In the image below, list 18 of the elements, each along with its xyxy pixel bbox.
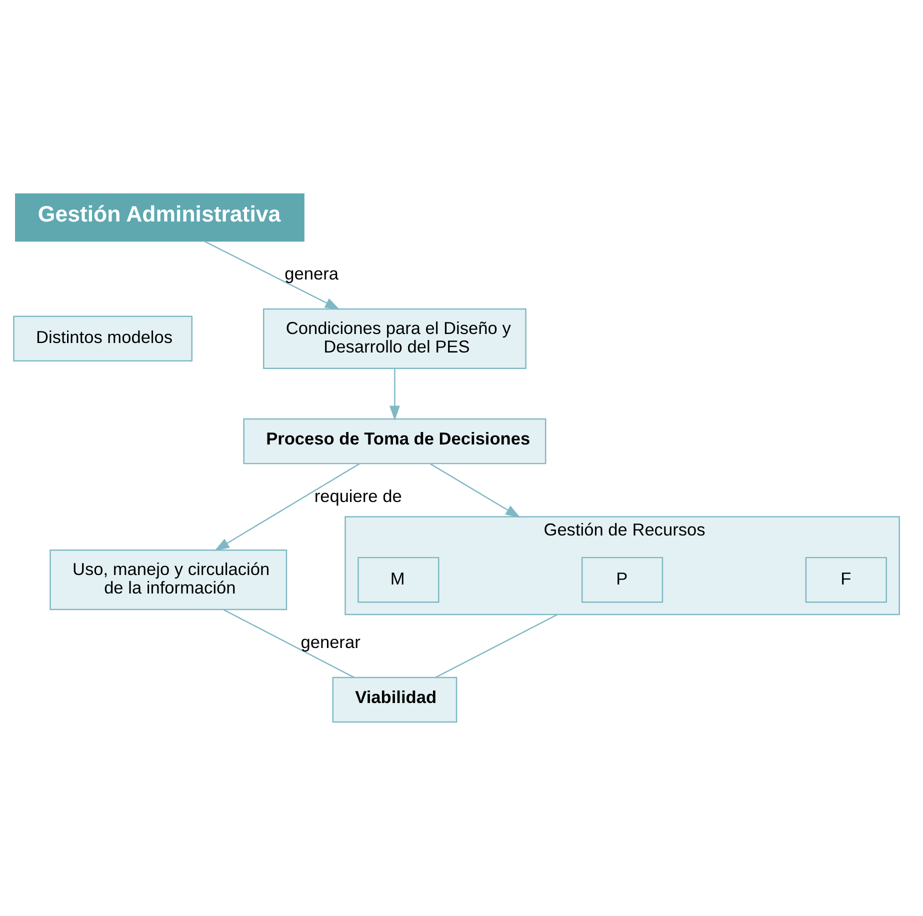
node-box: P	[581, 556, 664, 603]
edge-label: generar	[300, 632, 360, 652]
arrow	[214, 463, 360, 551]
arrow	[390, 368, 400, 421]
node-box: Condiciones para el Diseño y Desarrollo del PES	[263, 308, 526, 369]
node-box: M	[358, 556, 440, 603]
node-box: Gestión Administrativa	[15, 193, 304, 242]
node-box: Uso, manejo y circulación de la información	[50, 550, 288, 610]
node-box: Proceso de Toma de Decisiones	[243, 418, 546, 464]
node-box: F	[805, 556, 887, 603]
edge-label: requiere de	[314, 486, 402, 506]
arrow	[430, 463, 520, 518]
connector	[436, 614, 558, 678]
arrow	[204, 240, 340, 310]
node-box: Distintos modelos	[13, 316, 192, 362]
connector	[223, 609, 354, 678]
edge-label: genera	[284, 264, 338, 284]
node-box: Viabilidad	[332, 676, 458, 723]
